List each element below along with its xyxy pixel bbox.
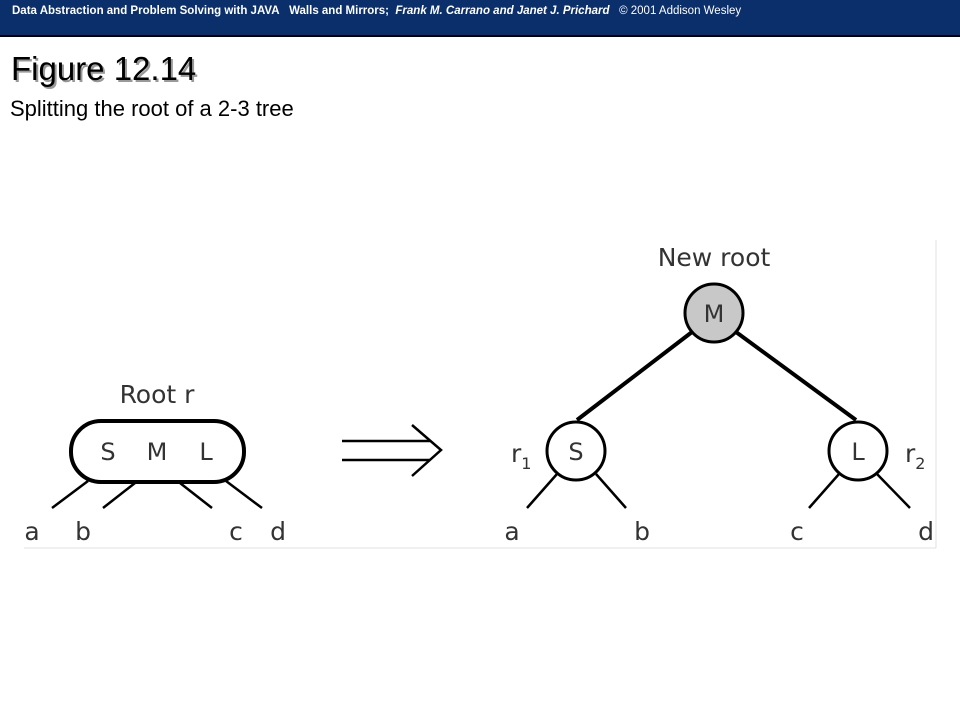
book-authors: Frank M. Carrano and Janet J. Prichard: [395, 5, 610, 17]
subtree-c-after: c: [790, 517, 804, 546]
root-key-m: M: [147, 438, 168, 466]
new-root-key: M: [704, 300, 725, 328]
edge-root-c: [179, 482, 213, 509]
subtree-c-before: c: [229, 517, 243, 546]
copyright: © 2001 Addison Wesley: [619, 5, 742, 17]
subtree-d-after: d: [918, 517, 934, 546]
subtree-d-before: d: [270, 517, 286, 546]
edge-s-a: [526, 473, 558, 509]
figure-number-text: Figure 12.14: [11, 50, 197, 87]
root-node: [69, 419, 246, 484]
figure-number-shadow: Figure 12.14: [13, 52, 199, 89]
subtree-b-after: b: [634, 517, 650, 546]
root-key-l: L: [199, 438, 213, 466]
header-text: Data Abstraction and Problem Solving wit…: [12, 5, 741, 17]
edge-m-l: [734, 330, 858, 422]
edge-m-s: [575, 330, 694, 422]
figure-caption: Splitting the root of a 2-3 tree: [10, 96, 294, 121]
new-root-label: New root: [658, 243, 771, 272]
node-r1: [545, 420, 607, 482]
edge-l-c: [808, 473, 840, 509]
edge-root-d: [225, 480, 263, 509]
edge-root-b: [102, 482, 136, 509]
new-root-node: [683, 282, 745, 344]
node-r2-key: L: [851, 438, 865, 466]
header-banner: Data Abstraction and Problem Solving wit…: [0, 0, 960, 37]
figure-number: Figure 12.14 Figure 12.14: [11, 50, 199, 89]
after-tree: New root M S r1 L r2 a b c d: [504, 243, 934, 546]
edge-root-a: [51, 480, 89, 509]
root-r-label: Root r: [120, 380, 196, 409]
node-r2: [827, 420, 889, 482]
subtree-a-after: a: [504, 517, 519, 546]
book-subtitle: Walls and Mirrors;: [289, 5, 390, 17]
subtree-a-before: a: [24, 517, 39, 546]
subtree-b-before: b: [75, 517, 91, 546]
node-r2-label: r2: [905, 439, 925, 473]
root-key-s: S: [100, 438, 115, 466]
edge-l-d: [876, 473, 911, 509]
book-title: Data Abstraction and Problem Solving wit…: [12, 5, 280, 17]
node-r1-label: r1: [511, 439, 531, 473]
transform-arrow: [342, 424, 443, 477]
edge-s-b: [595, 473, 627, 509]
before-tree: Root r S M L a b c d: [24, 380, 286, 546]
node-r1-key: S: [568, 438, 583, 466]
